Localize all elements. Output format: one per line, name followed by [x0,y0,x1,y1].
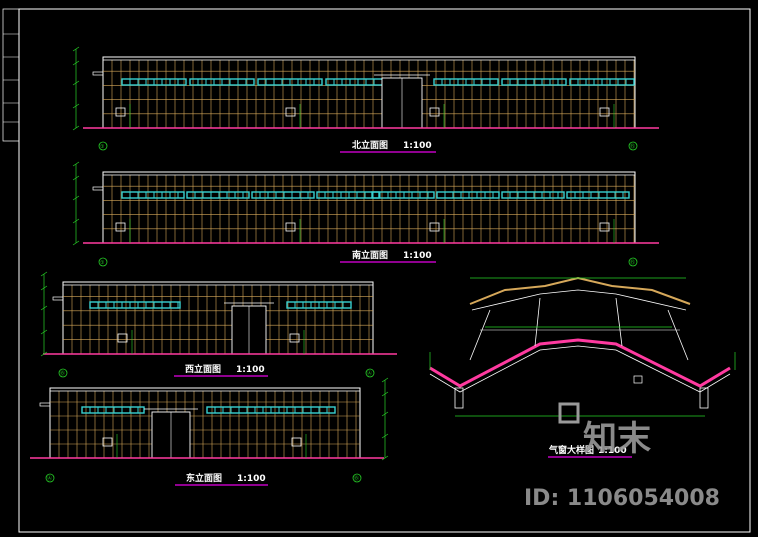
clerestory-window [371,191,435,199]
dimension-tick [72,60,80,66]
gutter-stub [39,402,51,407]
detail-title: 气窗大样图 [548,444,594,456]
north-axis-left: ① [100,144,105,150]
facade-outline [102,171,636,244]
clerestory-window [436,191,500,199]
south-elevation [72,161,659,246]
clerestory-window [89,301,181,309]
north-elevation-scale: 1:100 [403,141,432,151]
skylight-frame [471,289,687,311]
clerestory-window [81,406,145,414]
west-elevation [40,271,397,357]
north-axis-right: ⑮ [630,143,635,150]
west-axis-right: Ⓐ [367,370,372,377]
dimension-tick [72,80,80,86]
support-post [699,387,709,409]
east-axis-right: Ⓑ [354,475,359,482]
west-axis-left: Ⓑ [60,370,65,377]
dimension-tick [72,175,80,181]
vent-opening [599,222,610,232]
dimension-tick [40,285,48,291]
clerestory-window [186,191,250,199]
support-post [454,387,464,409]
vent-opening [291,437,302,447]
dimension-tick [72,103,80,109]
clerestory-window [501,191,565,199]
gutter-detail [633,375,643,384]
sheet-border [18,8,751,533]
dimension-tick [40,329,48,335]
south-axis-left: ① [100,260,105,266]
facade-outline [49,387,361,459]
gutter-stub [92,71,104,76]
clerestory-window [251,191,315,199]
east-elevation-scale: 1:100 [237,474,266,484]
roof-membrane [429,338,731,388]
title-strip [2,8,20,142]
title-strip-rows [3,33,19,123]
skylight-detail [429,276,736,417]
vent-opening [429,107,440,117]
truss-member [615,297,623,347]
clerestory-window [316,191,380,199]
south-axis-right: ⑮ [630,259,635,266]
vent-opening [599,107,610,117]
truss-member [667,309,689,361]
vent-opening [102,437,113,447]
axis-markers [45,141,638,483]
skylight-canopy [469,276,691,305]
north-elevation [72,46,659,131]
detail-scale: 1:100 [598,446,627,456]
east-elevation [30,377,389,461]
dimension-tick [381,455,389,461]
dimension-tick [72,218,80,224]
facade-outline [62,281,374,355]
dimension-tick [381,411,389,417]
facade-outline [102,56,636,129]
gutter-stub [52,296,64,301]
truss-member [469,309,491,361]
dimension-tick [40,351,48,357]
dimension-tick [381,433,389,439]
dimension-tick [40,271,48,277]
truss-member [534,297,541,347]
north-elevation-title: 北立面图 [352,139,388,151]
vent-opening [115,222,126,232]
vent-opening [117,333,128,343]
vent-opening [285,107,296,117]
dimension-tick [72,161,80,167]
clerestory-window [121,191,185,199]
dimension-tick [72,46,80,52]
gutter-stub [92,186,104,191]
vent-opening [289,333,300,343]
clerestory-window [566,191,630,199]
dimension-tick [40,305,48,311]
vent-opening [429,222,440,232]
watermark-brand: 知末 [583,419,651,459]
dimension-tick [72,195,80,201]
dimension-tick [381,391,389,397]
watermark-id: ID: 1106054008 [524,486,720,511]
east-elevation-title: 东立面图 [186,472,222,484]
watermark-logo: 知末 [558,402,651,459]
dimension-tick [381,377,389,383]
south-elevation-title: 南立面图 [352,249,388,261]
dimension-tick [72,125,80,131]
dimension-tick [72,240,80,246]
west-elevation-title: 西立面图 [185,363,221,375]
south-elevation-scale: 1:100 [403,251,432,261]
vent-opening [115,107,126,117]
vent-opening [285,222,296,232]
east-axis-left: Ⓐ [47,475,52,482]
west-elevation-scale: 1:100 [236,365,265,375]
